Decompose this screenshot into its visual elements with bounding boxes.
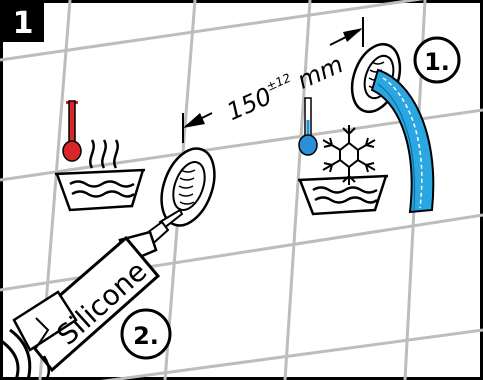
step-1-label: 1. <box>424 48 450 76</box>
hose-icon <box>370 68 435 214</box>
step-2-label: 2. <box>133 322 159 350</box>
wall-outlet-left <box>160 147 216 227</box>
step-2-marker: 2. <box>120 308 172 360</box>
hot-water-symbol <box>54 100 146 212</box>
silicone-gun-icon: Silicone <box>0 208 184 380</box>
wash-basin-icon <box>297 174 389 216</box>
step-number: 1 <box>13 6 34 41</box>
steam-icon <box>89 139 119 169</box>
wash-basin-icon <box>54 168 146 212</box>
hot-water-thermometer-icon <box>62 100 82 162</box>
cold-water-symbol <box>297 97 389 216</box>
step-badge: 1 <box>2 2 44 42</box>
cold-water-thermometer-icon <box>298 97 318 156</box>
step-1-marker: 1. <box>413 36 461 84</box>
snowflake-icon <box>322 125 376 185</box>
